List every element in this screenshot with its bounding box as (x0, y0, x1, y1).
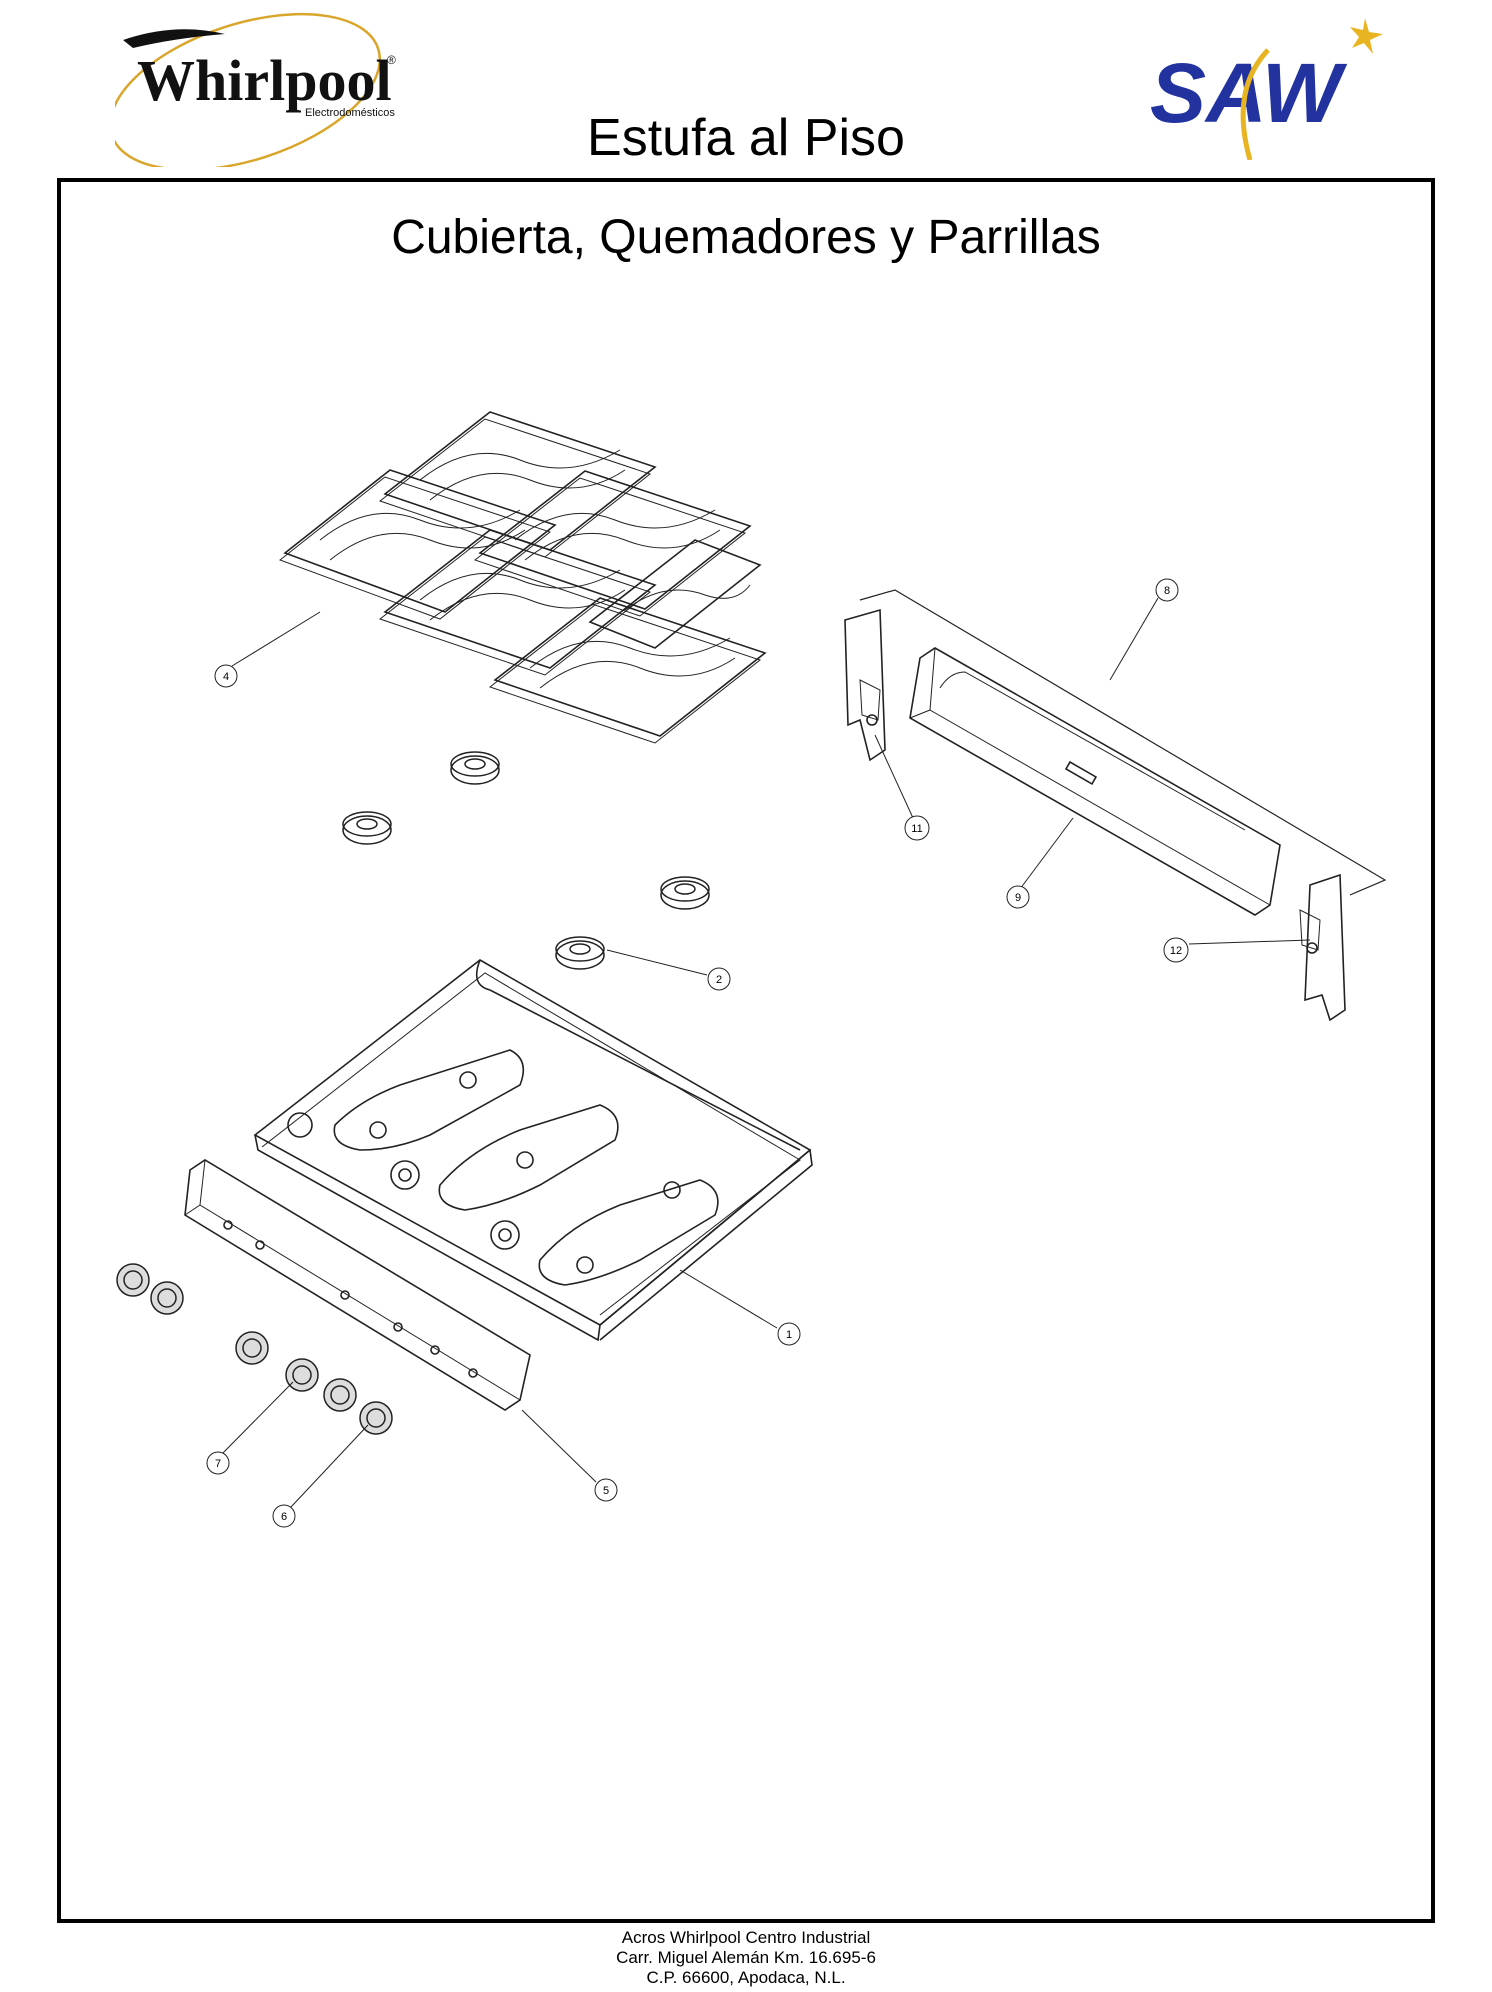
backguard (909, 647, 1281, 916)
callout-12: 12 (1163, 937, 1189, 963)
svg-text:9: 9 (1015, 892, 1021, 904)
document-title: Estufa al Piso (587, 109, 905, 167)
callout-1: 1 (777, 1322, 801, 1346)
control-knobs (116, 1263, 393, 1435)
whirlpool-subtitle: Electrodomésticos (305, 107, 395, 119)
svg-text:1: 1 (786, 1329, 792, 1341)
svg-text:®: ® (387, 53, 396, 67)
diagram-frame (57, 178, 1435, 1923)
whirlpool-wordmark: Whirlpool (137, 48, 392, 113)
leader-lines (218, 597, 1311, 1508)
svg-text:7: 7 (215, 1458, 221, 1470)
section-title: Cubierta, Quemadores y Parrillas (391, 211, 1101, 264)
footer-line-3: C.P. 66600, Apodaca, N.L. (646, 1968, 846, 1987)
callout-bubbles: 1 2 4 5 6 7 8 9 11 12 (206, 578, 1189, 1528)
callout-4: 4 (214, 664, 238, 688)
footer-line-1: Acros Whirlpool Centro Industrial (621, 1928, 871, 1947)
svg-text:5: 5 (603, 1485, 609, 1497)
saw-logo: SAW (1150, 18, 1383, 160)
cooktop (253, 959, 813, 1342)
callout-8: 8 (1155, 578, 1179, 602)
saw-wordmark: SAW (1150, 46, 1348, 140)
control-panel (184, 1159, 531, 1411)
callout-9: 9 (1006, 885, 1030, 909)
burner-caps (342, 751, 710, 970)
callout-6: 6 (272, 1504, 296, 1528)
svg-text:2: 2 (716, 974, 722, 986)
grate-assembly (278, 411, 767, 744)
callout-5: 5 (594, 1478, 618, 1502)
footer-line-2: Carr. Miguel Alemán Km. 16.695-6 (616, 1948, 876, 1967)
right-bracket (1299, 873, 1346, 1022)
star-icon (1350, 18, 1383, 54)
svg-text:11: 11 (911, 823, 922, 835)
left-bracket (844, 608, 886, 762)
svg-text:4: 4 (223, 671, 229, 683)
svg-text:8: 8 (1164, 585, 1170, 597)
callout-7: 7 (206, 1451, 230, 1475)
footer-address: Acros Whirlpool Centro Industrial Carr. … (0, 1928, 1492, 1988)
whirlpool-logo: Whirlpool ® Electrodomésticos (115, 12, 396, 167)
callout-2: 2 (707, 967, 731, 991)
svg-text:6: 6 (281, 1511, 287, 1523)
callout-11: 11 (904, 815, 930, 841)
svg-text:12: 12 (1170, 945, 1182, 957)
